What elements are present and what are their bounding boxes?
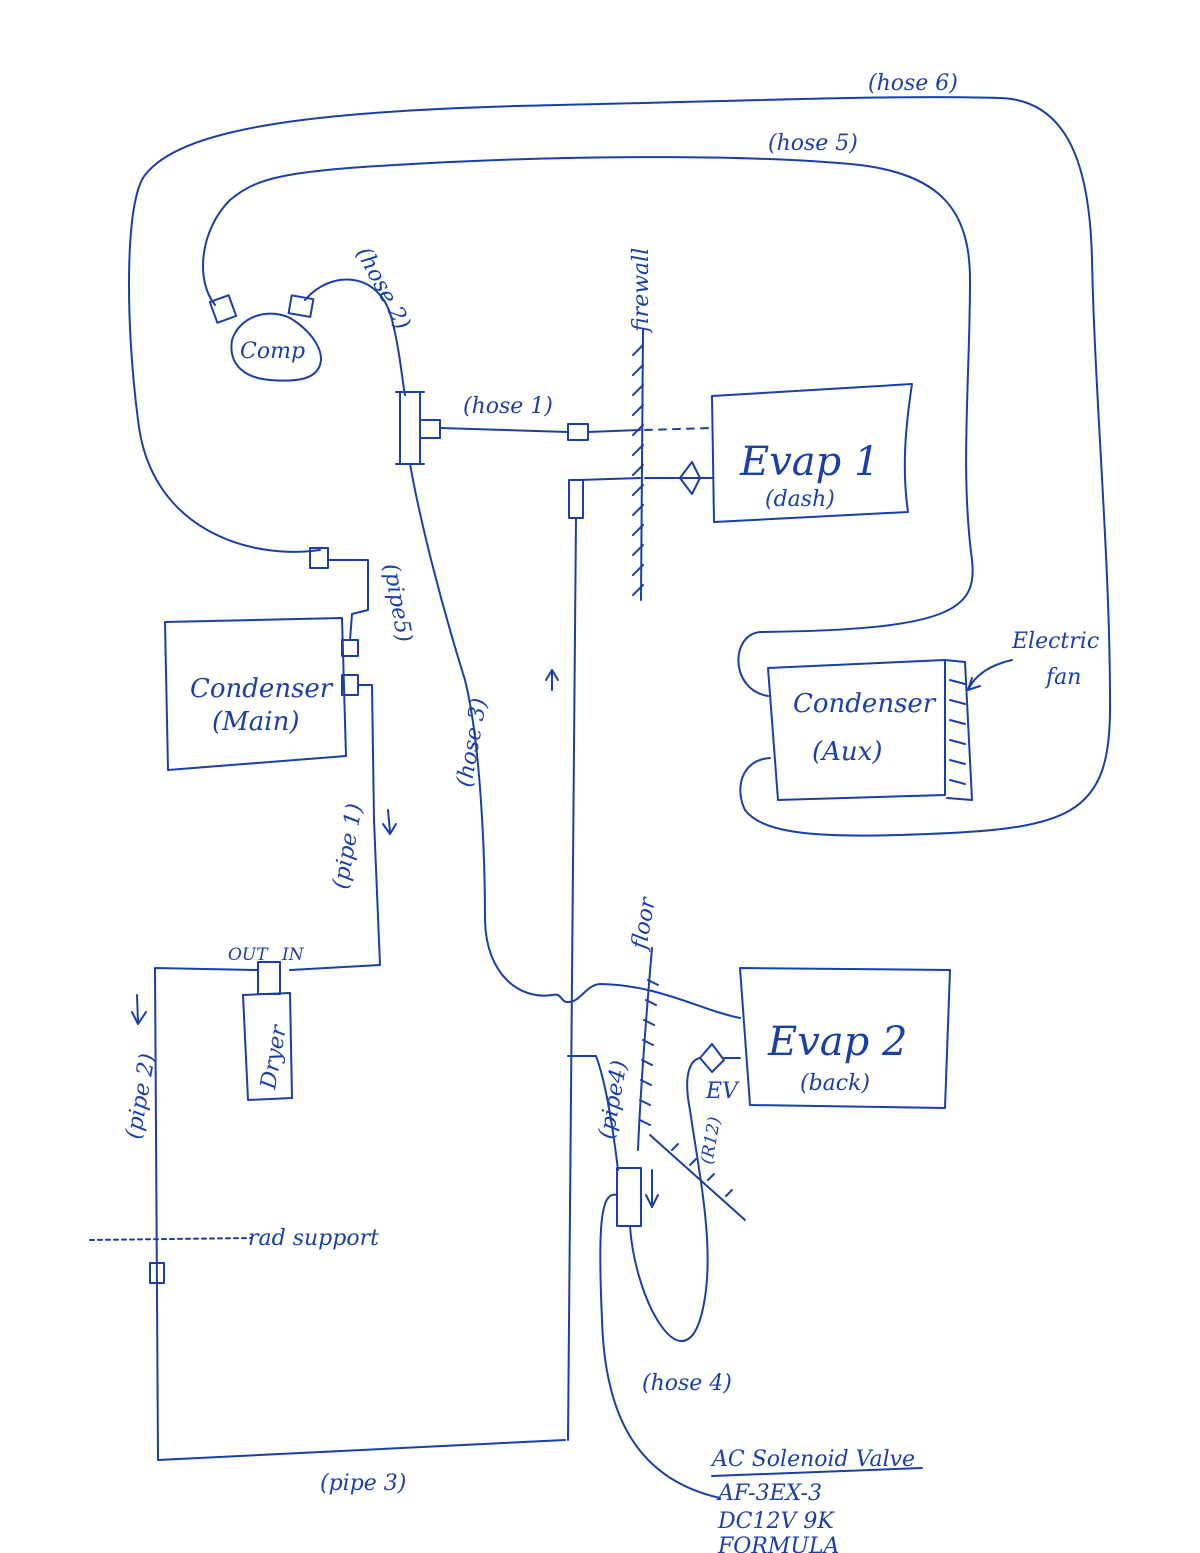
ev-sub-label: (R12) <box>697 1115 725 1165</box>
pipe-5-line <box>327 559 369 641</box>
condenser-aux-subtitle: (Aux) <box>812 737 882 767</box>
dryer-out-label: OUT <box>228 945 269 965</box>
evap-1-return-fitting <box>568 479 584 519</box>
pipe-2-3-line <box>154 967 566 1461</box>
hose-1-fitting <box>567 423 589 441</box>
condenser-main-title: Condenser <box>190 674 334 704</box>
note-line-3: DC12V 9K <box>717 1509 835 1534</box>
condenser-main-inlet <box>341 639 359 657</box>
ev-label: EV <box>705 1079 740 1104</box>
evap-1-box <box>711 383 913 523</box>
pipe-1-label: (pipe 1) <box>328 802 368 891</box>
hose-6-label: (hose 6) <box>868 71 958 96</box>
solenoid-valve <box>616 1167 642 1227</box>
hose-4-solenoid-lead <box>599 1193 721 1499</box>
hose-5-label: (hose 5) <box>768 131 858 156</box>
electric-fan-label-1: Electric <box>1011 629 1099 654</box>
hose-1-line <box>439 427 569 433</box>
rad-support-label: rad support <box>248 1226 379 1251</box>
note-line-1: AC Solenoid Valve <box>710 1447 915 1472</box>
hose-1-dashed <box>644 427 713 431</box>
hose-2-line <box>304 278 406 396</box>
condenser-main-box <box>164 617 347 771</box>
compressor-fitting-right <box>287 294 315 318</box>
evap-2-subtitle: (back) <box>800 1071 870 1096</box>
flow-arrow-pipe-1 <box>382 809 397 835</box>
electric-fan-label-2: fan <box>1044 665 1081 690</box>
compressor-label: Comp <box>240 339 305 364</box>
floor-hatch <box>639 979 659 1126</box>
electric-fan-body <box>944 659 973 801</box>
dryer-label: Dryer <box>256 1022 292 1092</box>
note-line-4: FORMULA <box>717 1534 839 1553</box>
hose-4-label: (hose 4) <box>642 1371 732 1396</box>
note-line-2: AF-3EX-3 <box>716 1481 822 1506</box>
hose-1-into-evap <box>587 429 641 433</box>
evap-1-title: Evap 1 <box>739 439 879 485</box>
dryer-fitting <box>257 961 281 995</box>
condenser-aux-box <box>767 659 946 801</box>
rad-support-line <box>89 1237 253 1241</box>
hose-1-label: (hose 1) <box>463 394 553 419</box>
tee-branch <box>419 419 441 439</box>
pipe-5-fitting-top <box>309 547 329 569</box>
dryer-body <box>242 992 293 1101</box>
compressor-body <box>230 312 322 382</box>
fan-pointer-arrow <box>967 659 1013 691</box>
floor-slope <box>649 1134 746 1221</box>
hose-3-line <box>409 463 741 1019</box>
evap-2-box <box>739 967 951 1109</box>
firewall-label: firewall <box>629 248 654 334</box>
evap-1-subtitle: (dash) <box>765 487 835 512</box>
pipe-1-line <box>289 684 381 971</box>
condenser-main-subtitle: (Main) <box>212 707 299 737</box>
electric-fan-hatch <box>949 679 966 785</box>
compressor-fitting-left <box>208 294 238 324</box>
hose-6-line <box>127 96 1112 837</box>
firewall-hatch <box>632 344 644 596</box>
hose-5-line <box>202 156 974 697</box>
hose-3-label: (hose 3) <box>452 696 492 789</box>
pipe-5-label: (pipe5) <box>378 562 416 645</box>
flow-arrow-pipe-4 <box>645 1169 659 1208</box>
floor-label: floor <box>627 894 661 953</box>
hose-4-line <box>629 1057 709 1343</box>
condenser-aux-title: Condenser <box>793 689 937 719</box>
tee-fitting <box>399 391 421 465</box>
rad-support-fitting <box>149 1262 165 1284</box>
dryer-in-label: IN <box>281 945 305 965</box>
note-underline <box>711 1467 923 1477</box>
pipe-3-label: (pipe 3) <box>320 1471 406 1496</box>
return-vertical-line <box>567 517 577 1441</box>
flow-arrow-up <box>545 669 559 691</box>
flow-arrow-pipe-2 <box>131 994 147 1025</box>
pipe-4-line <box>567 1055 619 1171</box>
hose-2-label: (hose 2) <box>351 243 415 334</box>
evap-2-title: Evap 2 <box>767 1019 907 1065</box>
evap-2-expansion-valve <box>699 1043 725 1073</box>
